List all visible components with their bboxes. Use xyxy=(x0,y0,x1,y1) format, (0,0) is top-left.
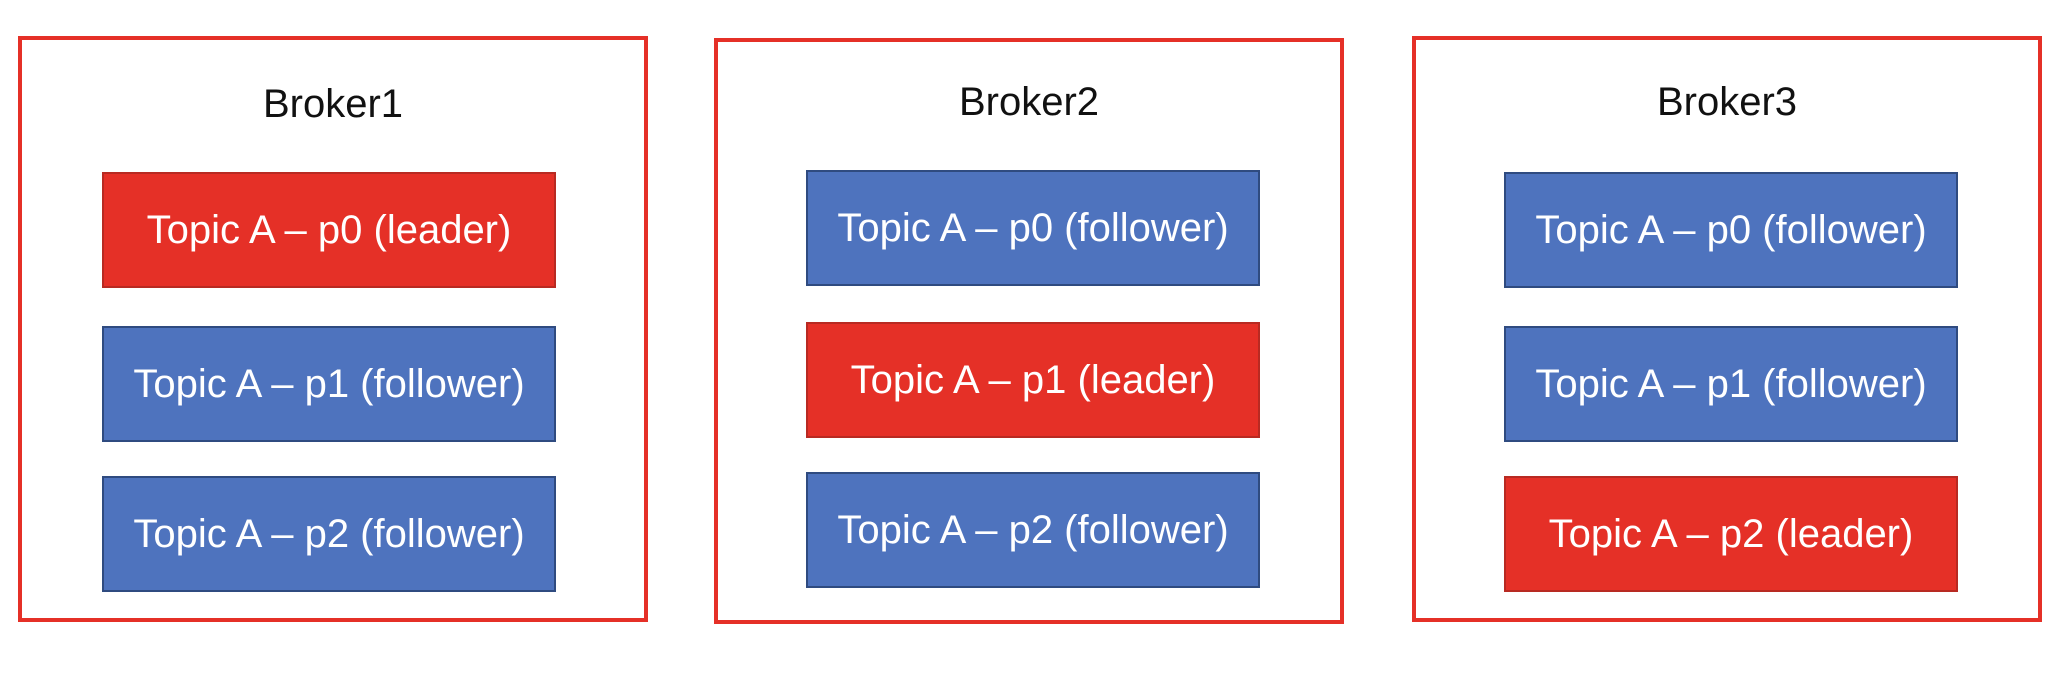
broker-title: Broker3 xyxy=(1656,80,1798,124)
partition-box: Topic A – p1 (follower) xyxy=(102,326,556,442)
partition-box: Topic A – p1 (follower) xyxy=(1504,326,1958,442)
broker-1: Broker1 Topic A – p0 (leader) Topic A – … xyxy=(18,36,648,622)
broker-title: Broker2 xyxy=(958,80,1100,124)
partition-box: Topic A – p2 (follower) xyxy=(806,472,1260,588)
partition-box: Topic A – p0 (follower) xyxy=(806,170,1260,286)
partition-box: Topic A – p1 (leader) xyxy=(806,322,1260,438)
broker-title: Broker1 xyxy=(262,82,404,126)
broker-3: Broker3 Topic A – p0 (follower) Topic A … xyxy=(1412,36,2042,622)
broker-2: Broker2 Topic A – p0 (follower) Topic A … xyxy=(714,38,1344,624)
partition-box: Topic A – p2 (follower) xyxy=(102,476,556,592)
partition-box: Topic A – p0 (leader) xyxy=(102,172,556,288)
partition-box: Topic A – p0 (follower) xyxy=(1504,172,1958,288)
partition-box: Topic A – p2 (leader) xyxy=(1504,476,1958,592)
